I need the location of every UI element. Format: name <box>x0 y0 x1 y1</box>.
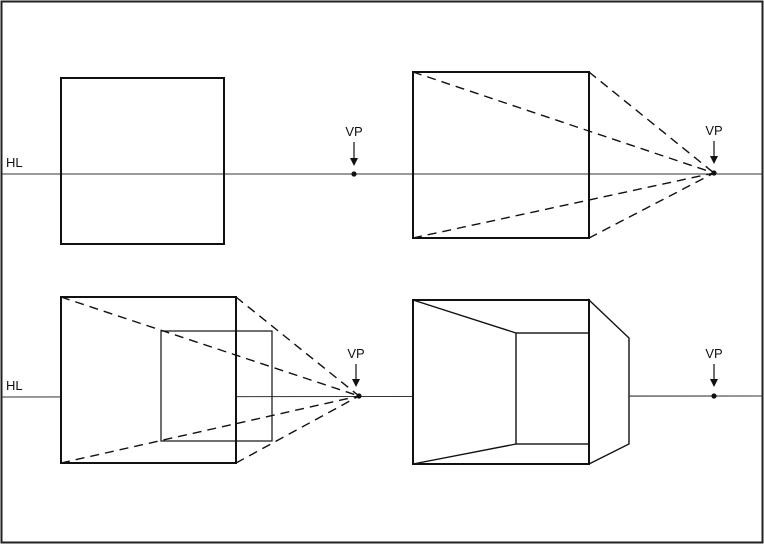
top-row: HL VP VP <box>2 71 762 245</box>
vp-arrow-head-4 <box>710 379 718 387</box>
hl-label-top: HL <box>6 155 23 170</box>
back-face <box>160 330 273 442</box>
vp-label-1: VP <box>345 124 362 139</box>
front-face-4-fill <box>413 300 589 464</box>
vanishing-point-dot <box>351 171 357 177</box>
side-face <box>588 298 630 466</box>
convergence-lines-2 <box>412 71 715 239</box>
convergence-lines-3 <box>60 296 360 464</box>
panel-3-wireframe-box: VP <box>60 296 365 464</box>
front-face <box>60 296 237 464</box>
bottom-row: HL VP <box>1 296 763 466</box>
vp-label-3: VP <box>347 346 364 361</box>
panel-4-solid-room-box: VP <box>412 298 762 466</box>
vp-arrow-head <box>350 158 358 166</box>
vanishing-point-dot-2 <box>711 170 717 176</box>
panel-2-converging-lines: VP <box>412 71 723 239</box>
vanishing-point-dot-3 <box>356 393 362 399</box>
vp-label-2: VP <box>705 123 722 138</box>
room-edges <box>412 299 517 465</box>
front-square-2 <box>412 71 590 239</box>
vp-label-4: VP <box>705 346 722 361</box>
hl-label-bottom: HL <box>6 378 23 393</box>
panel-1-square-and-vp: VP <box>60 77 363 245</box>
vp-arrow-head-3 <box>352 379 360 387</box>
vanishing-point-dot-4 <box>711 393 717 399</box>
front-square <box>60 77 225 245</box>
vp-arrow-head-2 <box>710 156 718 164</box>
back-wall <box>515 332 590 445</box>
